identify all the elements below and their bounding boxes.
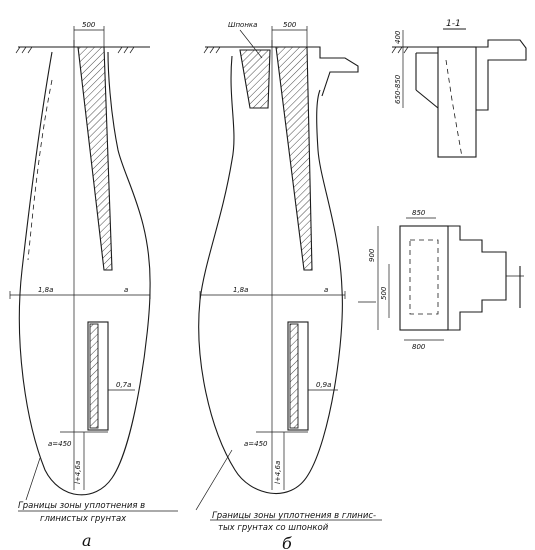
caption-a-line2: глинистых грунтах: [40, 514, 127, 524]
figure-b: 500 Шпонка 1,8a a 0,9a a=450: [195, 21, 382, 550]
lower-pile-hatch-b: [289, 323, 299, 429]
left-dist-label-b: 1,8a: [233, 286, 248, 294]
wedge-pile-b: [275, 46, 313, 271]
plan-view: 850 900 500 800: [358, 209, 524, 351]
wedge-pile-a: [77, 46, 113, 271]
plan-outer-rect: [399, 225, 449, 331]
section-right-structure: [476, 39, 527, 111]
section-title: 1-1: [446, 19, 461, 29]
lower-pile-a: [87, 321, 109, 431]
figure-letter-b: б: [282, 534, 292, 550]
caption-leader-b: [195, 449, 233, 511]
top-dim-label-a: 500: [82, 21, 96, 29]
caption-a-line1: Границы зоны уплотнения в: [18, 501, 145, 511]
caption-b-line2: тых грунтах со шпонкой: [218, 523, 329, 533]
side-dim-label-b: 0,9a: [316, 381, 331, 389]
right-dist-label-a: a: [124, 286, 128, 294]
shponka-label: Шпонка: [228, 21, 257, 29]
depth-dim-label-b: l+4,6a: [274, 461, 282, 484]
figure-a: 500 1,8a a 0,7a a=450 l+4,6a Границы зон…: [9, 21, 178, 550]
section-1-1: 1-1 400 650-850: [391, 19, 527, 158]
bottom-dim-label-a: a=450: [48, 440, 72, 448]
plan-stepped-part: [448, 225, 507, 331]
shponka-key: [239, 49, 271, 109]
section-pile-body: [437, 46, 477, 158]
zone-boundary-a: [18, 51, 151, 496]
section-hidden-line: [445, 59, 463, 158]
plan-inner-dashed: [409, 239, 439, 315]
lower-pile-b: [287, 321, 309, 431]
caption-b-line1: Границы зоны уплотнения в глинис-: [212, 511, 376, 521]
right-dist-label-b: a: [324, 286, 328, 294]
horizontal-dimension-b: 1,8a a: [199, 286, 346, 299]
top-dim-label-b: 500: [283, 21, 297, 29]
plan-dim-bottom: 800: [412, 343, 426, 351]
bottom-dim-label-b: a=450: [244, 440, 268, 448]
cap-structure-b: [307, 46, 359, 97]
horizontal-dimension-a: 1,8a a: [9, 286, 151, 299]
depth-dim-label-a: l+4,6a: [74, 461, 82, 484]
zone-boundary-dash-a: [27, 79, 53, 261]
zone-boundary-b: [198, 55, 343, 495]
figure-letter-a: а: [82, 531, 92, 550]
top-dimension-a: 500: [73, 21, 105, 47]
section-dim-top: 400: [394, 30, 402, 44]
plan-dim-top: 850: [412, 209, 426, 217]
lower-pile-hatch-a: [89, 323, 99, 429]
section-cap-slope: [415, 89, 439, 109]
top-dimension-b: 500: [271, 21, 308, 47]
caption-leader-a: [25, 457, 41, 501]
side-dim-label-a: 0,7a: [116, 381, 131, 389]
left-dist-label-a: 1,8a: [38, 286, 53, 294]
plan-dim-height: 500: [380, 286, 388, 300]
section-dim-side: 650-850: [394, 74, 402, 104]
plan-dim-width: 900: [368, 248, 376, 262]
